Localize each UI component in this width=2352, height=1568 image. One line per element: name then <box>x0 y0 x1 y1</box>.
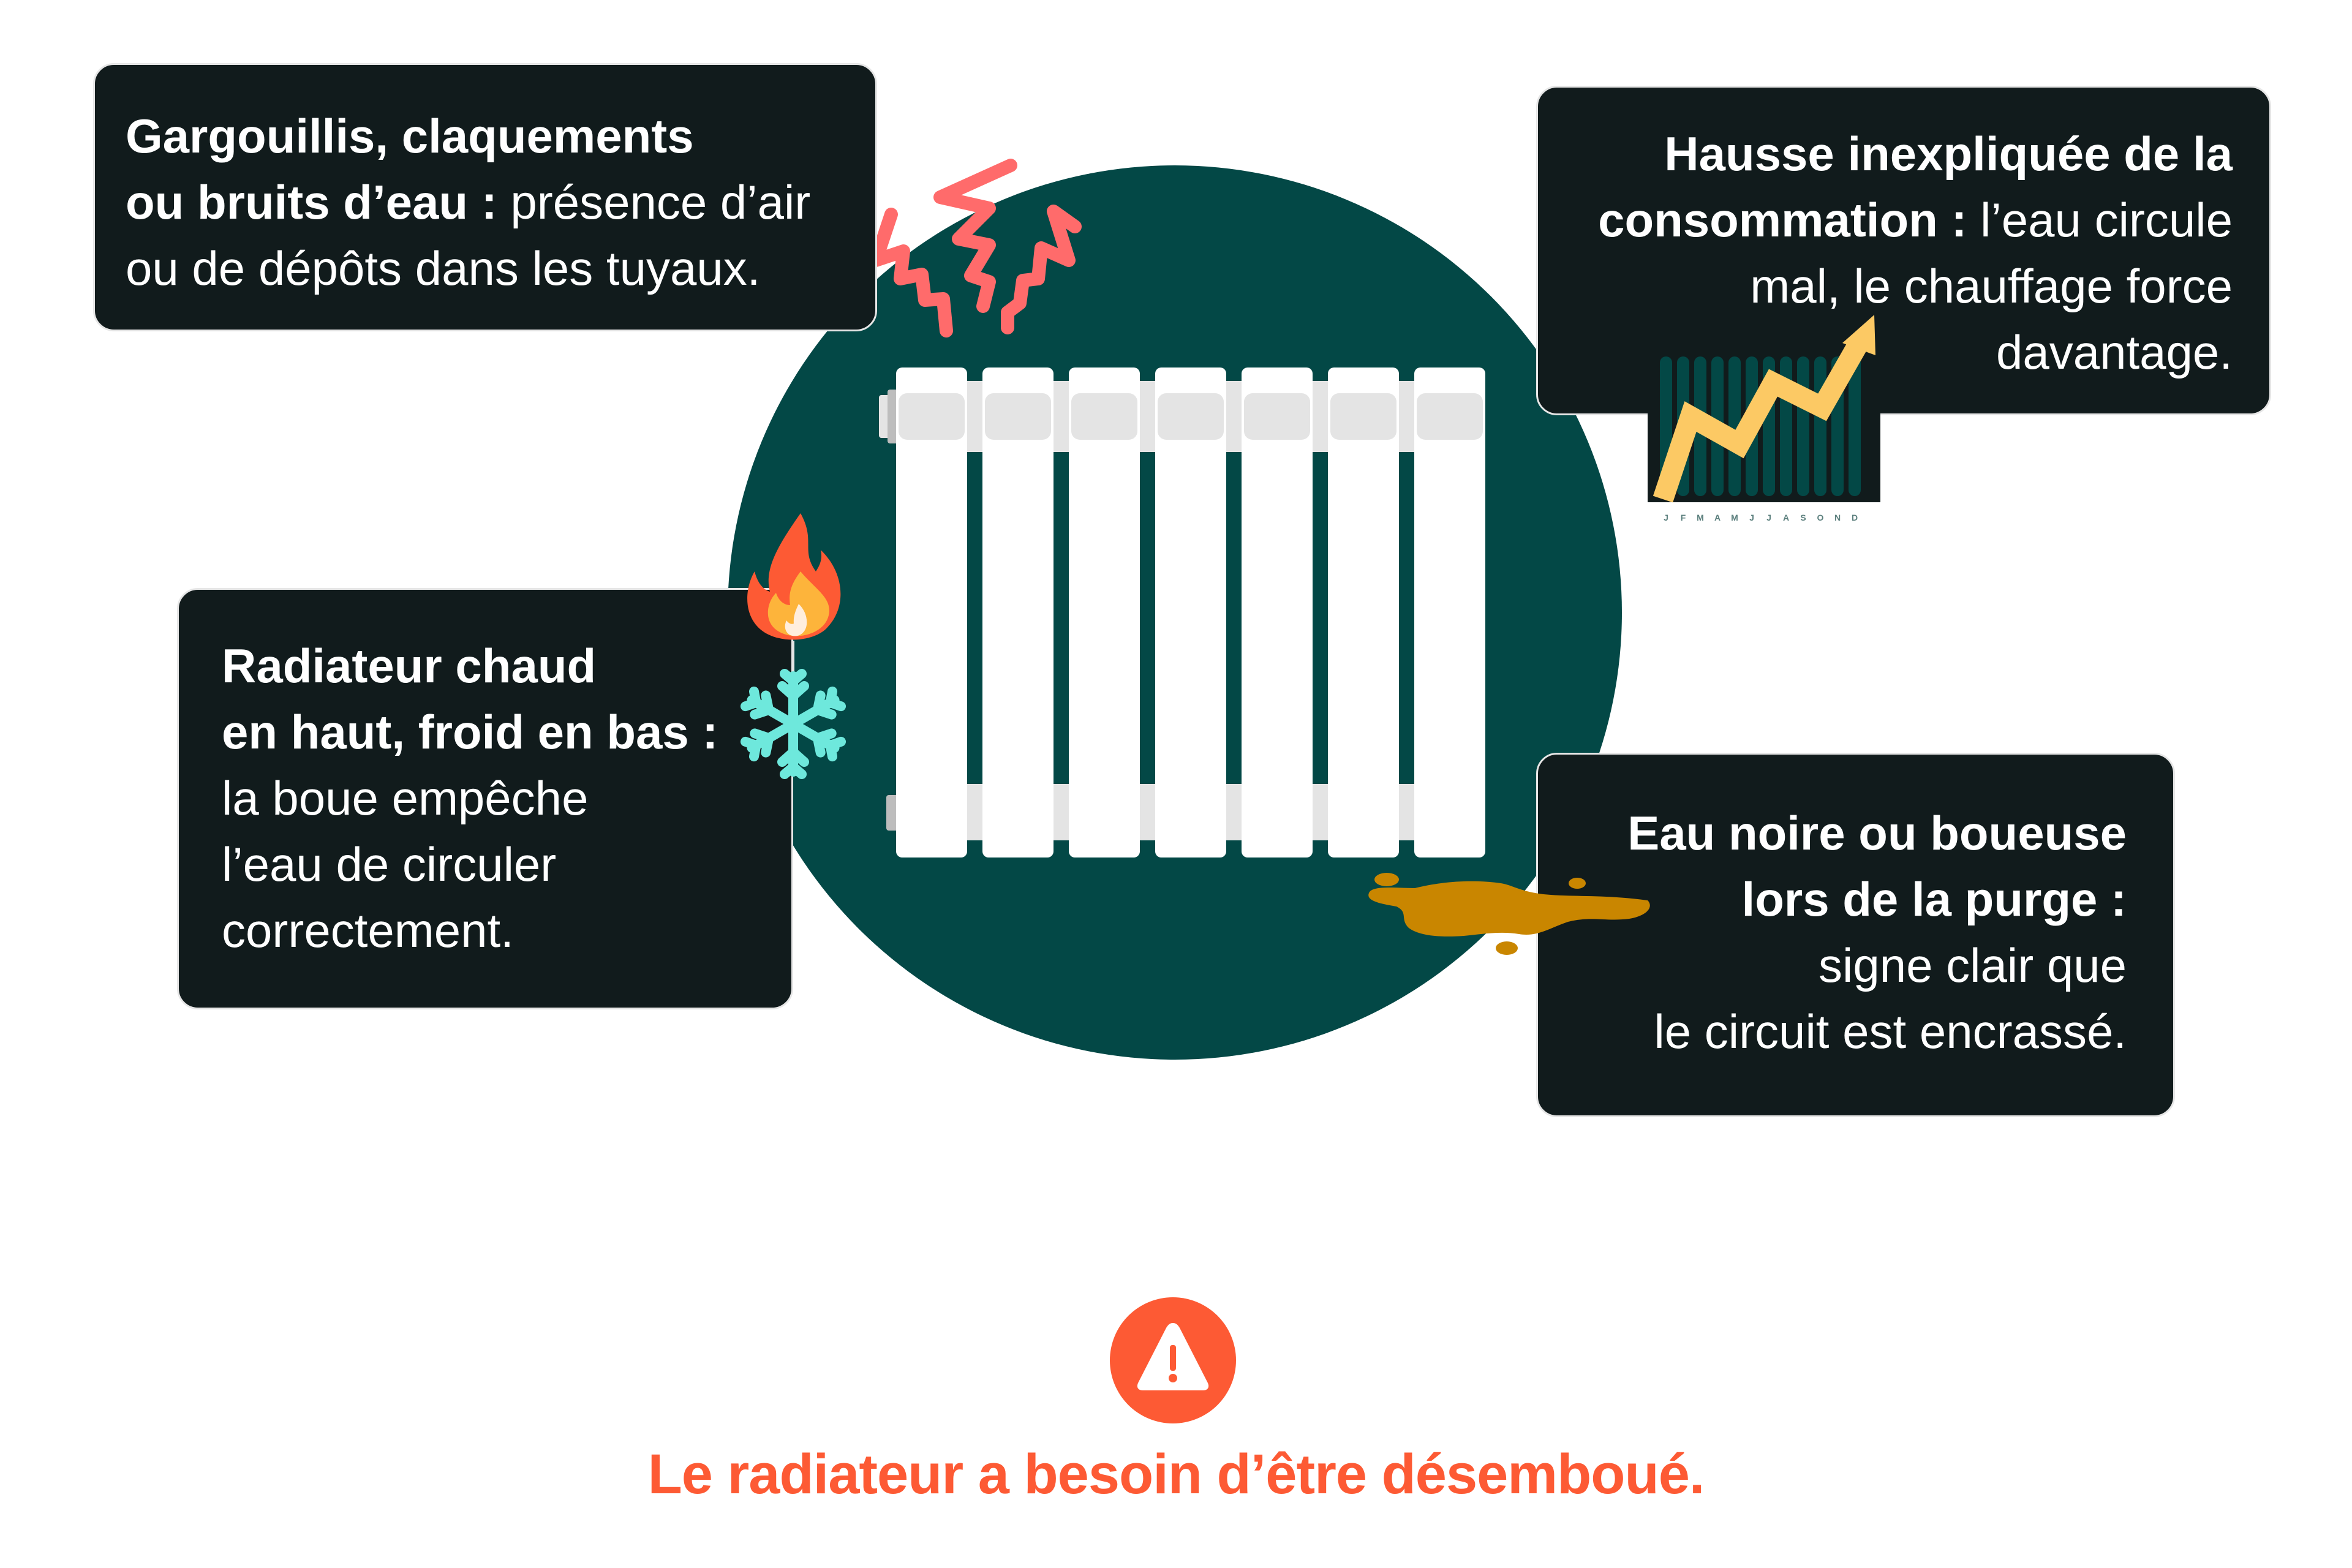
radiator-fin-cap <box>1071 393 1137 440</box>
rising-arrow-head <box>1842 315 1875 355</box>
mini-chart-bar <box>1728 356 1741 496</box>
radiator-fin <box>1155 368 1226 858</box>
mini-chart-month-label: S <box>1800 513 1806 522</box>
radiator-fin-cap <box>1158 393 1224 440</box>
radiator-fin <box>1069 368 1140 858</box>
warning-triangle-icon <box>1110 1297 1236 1423</box>
card-hot-cold-text-line3: la boue empêche <box>222 771 589 825</box>
noise-squiggle-icon <box>869 159 1082 337</box>
radiator-fin <box>1242 368 1313 858</box>
snowflake-arm <box>788 719 846 762</box>
snowflake-arm <box>788 686 846 729</box>
squiggle-2 <box>933 159 1017 313</box>
card-noises-text-line2: présence d’air <box>497 175 811 229</box>
snowflake-arm <box>777 719 809 779</box>
mini-chart-month-label: J <box>1664 513 1668 522</box>
mini-chart-month-label: M <box>1731 513 1738 522</box>
card-hot-cold-text-line5: correctement. <box>222 903 514 957</box>
card-consumption-title-line2: consommation : <box>1598 193 1967 247</box>
mini-chart-month-label: O <box>1817 513 1824 522</box>
card-hot-cold-title-line2: en haut, froid en bas : <box>222 705 718 759</box>
card-black-water: Eau noire ou boueuse lors de la purge : … <box>1536 753 2175 1117</box>
snowflake-arm <box>740 719 798 762</box>
snowflake-icon <box>740 669 846 779</box>
mini-chart-month-label: F <box>1681 513 1686 522</box>
radiator-fin-cap <box>985 393 1051 440</box>
squiggle-1 <box>869 208 953 337</box>
mini-chart-bar <box>1797 356 1809 496</box>
mini-chart-bar <box>1814 356 1826 496</box>
card-hot-cold-title-line1: Radiateur chaud <box>222 639 597 693</box>
mini-chart-month-label: D <box>1852 513 1858 522</box>
mini-chart-month-label: J <box>1766 513 1771 522</box>
radiator-illustration <box>879 368 1485 858</box>
card-noises: Gargouillis, claquements ou bruits d’eau… <box>93 63 877 331</box>
mini-chart-month-label: N <box>1834 513 1841 522</box>
mini-chart-month-label: A <box>1783 513 1789 522</box>
card-consumption: Hausse inexpliquée de la consommation : … <box>1536 86 2271 415</box>
radiator-fin-cap <box>899 393 965 440</box>
card-black-water-text-line4: le circuit est encrassé. <box>1654 1005 2127 1058</box>
radiator-fin-cap <box>1244 393 1310 440</box>
radiator-fin-cap <box>1417 393 1483 440</box>
card-black-water-title-line1: Eau noire ou boueuse <box>1627 806 2127 860</box>
radiator-fin <box>1414 368 1485 858</box>
card-black-water-title-line2: lors de la purge : <box>1741 872 2127 926</box>
radiator-fin <box>896 368 967 858</box>
snowflake-arm <box>777 669 809 729</box>
card-consumption-text-line2: l’eau circule <box>1967 193 2233 247</box>
card-hot-cold: Radiateur chaud en haut, froid en bas : … <box>177 588 793 1009</box>
card-noises-text-line3: ou de dépôts dans les tuyaux. <box>126 241 761 295</box>
radiator-fin <box>1328 368 1399 858</box>
mini-chart-bar <box>1849 356 1861 496</box>
mini-chart-month-label: A <box>1714 513 1721 522</box>
mini-chart-month-label: J <box>1749 513 1754 522</box>
card-noises-title-line1: Gargouillis, claquements <box>126 109 694 163</box>
radiator-fin-cap <box>1330 393 1396 440</box>
card-consumption-text-line4: davantage. <box>1996 325 2233 379</box>
card-consumption-title-line1: Hausse inexpliquée de la <box>1664 127 2233 181</box>
fire-icon <box>747 513 841 640</box>
mud-puddle-icon <box>1368 873 1650 955</box>
final-message: Le radiateur a besoin d’être désemboué. <box>647 1443 1705 1506</box>
card-hot-cold-text-line4: l’eau de circuler <box>222 837 557 891</box>
card-consumption-text-line3: mal, le chauffage force <box>1750 259 2233 313</box>
snowflake-arm <box>740 686 798 729</box>
radiator-fin <box>982 368 1054 858</box>
card-black-water-text-line3: signe clair que <box>1819 938 2127 992</box>
squiggle-3 <box>1001 205 1082 334</box>
rising-arrow <box>1653 337 1868 503</box>
card-noises-title-line2: ou bruits d’eau : <box>126 175 497 229</box>
mini-chart-month-label: M <box>1697 513 1704 522</box>
